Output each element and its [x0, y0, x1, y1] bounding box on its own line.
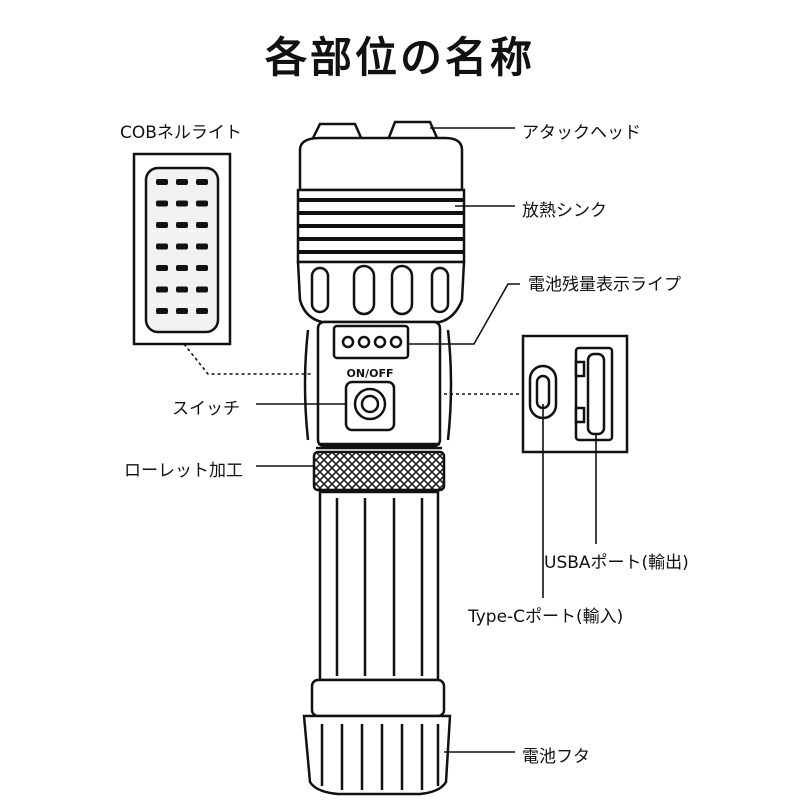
attack-head	[298, 120, 464, 192]
on-off-label: ON/OFF	[347, 367, 394, 380]
label-knurling: ローレット加工	[124, 461, 243, 481]
battery-tube	[318, 490, 440, 682]
label-heat-sink: 放熱シンク	[522, 201, 607, 221]
leader-lines	[183, 127, 597, 753]
label-usba-port: USBAポート(輸出)	[544, 553, 689, 573]
battery-cap	[302, 678, 452, 796]
cob-led	[176, 243, 188, 250]
cob-led	[176, 200, 188, 207]
cob-led	[156, 222, 168, 228]
cob-led	[176, 286, 188, 293]
cob-led	[196, 308, 208, 314]
cob-led	[196, 222, 208, 228]
port-inset	[521, 334, 629, 454]
label-battery-indicator: 電池残量表示ライプ	[528, 275, 681, 295]
heat-sink	[296, 188, 466, 264]
cob-led	[196, 243, 208, 250]
label-battery-cap: 電池フタ	[522, 747, 590, 767]
cob-led	[176, 265, 188, 271]
battery-indicator-panel	[332, 324, 410, 360]
cob-led	[156, 179, 168, 185]
cob-led	[156, 286, 168, 293]
cob-led	[156, 308, 168, 314]
cob-led-grid	[156, 179, 208, 314]
cob-led	[156, 243, 168, 250]
cob-led	[156, 265, 168, 271]
knurling-ring	[312, 446, 446, 492]
label-typec-port: Type-Cポート(輸入)	[468, 607, 624, 627]
switch-button	[344, 380, 396, 432]
cob-led	[176, 179, 188, 185]
cob-led	[176, 308, 188, 314]
cob-led	[196, 265, 208, 271]
cob-led	[156, 200, 168, 207]
label-cob-light: COBネルライト	[120, 123, 242, 143]
page-title: 各部位の名称	[264, 33, 535, 82]
label-attack-head: アタックヘッド	[522, 123, 641, 143]
cob-led	[196, 179, 208, 185]
cob-led	[196, 200, 208, 207]
label-switch: スイッチ	[172, 399, 240, 419]
cob-led	[176, 222, 188, 228]
cob-led	[196, 286, 208, 293]
head-lower	[296, 260, 466, 324]
